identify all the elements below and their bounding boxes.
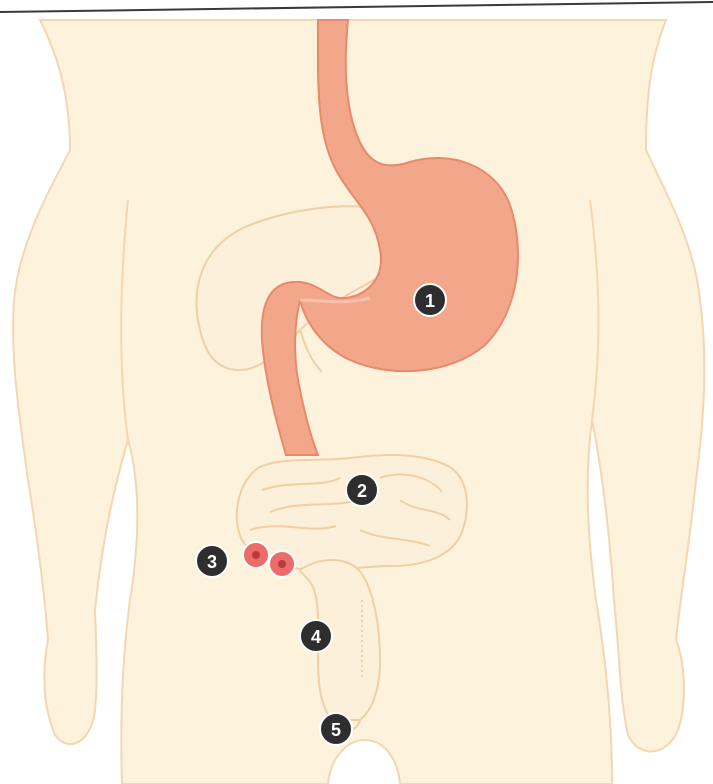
scan-top-edge [0,2,713,12]
marker-1: 1 [414,284,446,316]
polyp-1-core [252,551,260,559]
marker-5: 5 [320,713,352,745]
marker-3: 3 [196,545,228,577]
marker-3-label: 3 [207,552,217,572]
marker-4: 4 [300,620,332,652]
marker-5-label: 5 [331,720,341,740]
polyp-2-core [278,560,286,568]
marker-2: 2 [346,474,378,506]
marker-2-label: 2 [357,481,367,501]
marker-4-label: 4 [311,627,321,647]
marker-1-label: 1 [425,291,435,311]
small-intestine [237,455,467,570]
